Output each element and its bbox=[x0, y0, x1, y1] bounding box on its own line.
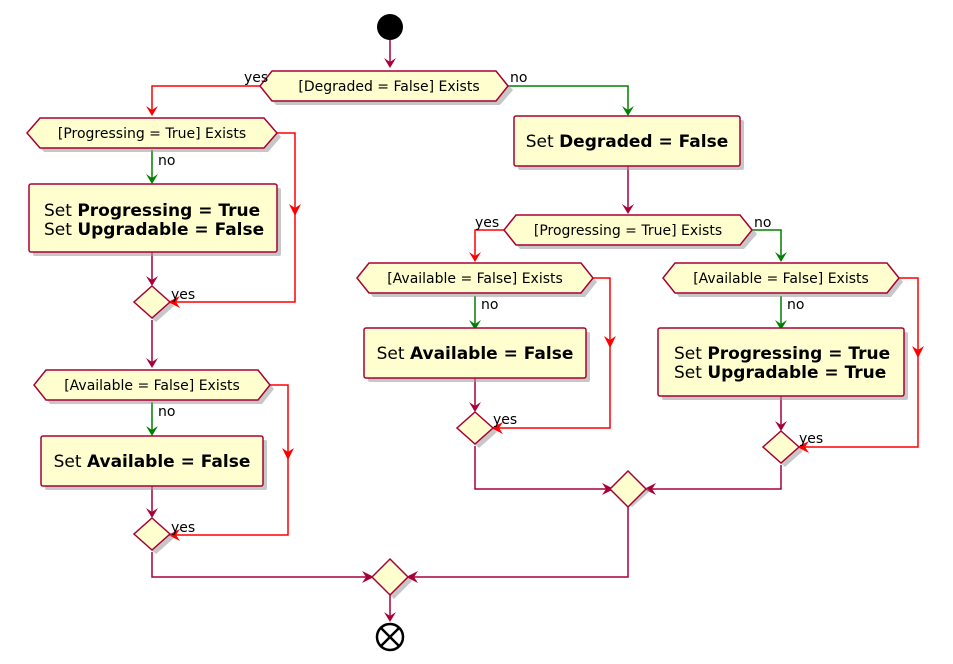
start-node bbox=[377, 14, 403, 40]
merge-diamond bbox=[370, 557, 410, 597]
action-line-2: Set Upgradable = False bbox=[44, 220, 264, 240]
yes-label: yes bbox=[493, 412, 517, 428]
merge-diamond bbox=[608, 469, 648, 509]
arrowhead bbox=[168, 529, 180, 541]
arrowhead bbox=[469, 402, 481, 412]
action-text: Set Available = False bbox=[377, 344, 574, 364]
yes-label: yes bbox=[799, 431, 823, 447]
action-text: Set Available = False bbox=[54, 452, 251, 472]
arrowhead bbox=[797, 441, 809, 453]
action-set-degraded-false bbox=[513, 115, 741, 167]
merge-diamond bbox=[132, 516, 172, 552]
no-label: no bbox=[787, 297, 804, 313]
no-path bbox=[508, 85, 629, 114]
arrowhead bbox=[384, 612, 396, 622]
arrowhead bbox=[469, 252, 481, 262]
merge-diamond bbox=[455, 410, 495, 446]
yes-label: yes bbox=[475, 215, 499, 231]
yes-path bbox=[799, 277, 919, 448]
arrowhead bbox=[146, 106, 158, 116]
action-line-1: Set Progressing = True bbox=[44, 201, 260, 221]
flow-line bbox=[646, 465, 782, 490]
arrowhead bbox=[469, 320, 481, 330]
action-set-available-false-left bbox=[40, 435, 264, 487]
no-label: no bbox=[754, 215, 771, 231]
arrowhead bbox=[406, 571, 418, 583]
no-label: no bbox=[158, 153, 175, 169]
arrowhead bbox=[644, 483, 656, 495]
arrowhead bbox=[775, 320, 787, 330]
arrowhead bbox=[146, 174, 158, 184]
yes-path bbox=[493, 277, 611, 429]
yes-path bbox=[170, 132, 296, 303]
arrowhead bbox=[622, 204, 634, 214]
arrowhead bbox=[384, 58, 396, 68]
no-label: no bbox=[481, 297, 498, 313]
arrowhead bbox=[146, 358, 158, 368]
condition-degraded bbox=[259, 70, 509, 102]
arrowhead bbox=[146, 276, 158, 286]
arrowhead bbox=[168, 296, 180, 308]
action-line-1: Set Progressing = True bbox=[674, 344, 890, 364]
condition-right-progressing bbox=[503, 214, 753, 246]
merge-diamond bbox=[132, 284, 172, 320]
arrowhead bbox=[146, 508, 158, 518]
arrowhead bbox=[775, 252, 787, 262]
yes-label: yes bbox=[244, 70, 268, 86]
merge-diamond bbox=[761, 429, 801, 465]
condition-mid-available bbox=[356, 262, 594, 294]
action-set-progressing-upgradable-false bbox=[28, 183, 278, 253]
arrowhead bbox=[604, 336, 616, 348]
arrowhead bbox=[602, 483, 614, 495]
flow-line bbox=[151, 552, 372, 578]
action-line-2: Set Upgradable = True bbox=[674, 363, 886, 383]
condition-right-available bbox=[662, 262, 900, 294]
flow-line bbox=[408, 507, 629, 578]
yes-path bbox=[474, 229, 504, 260]
arrowhead bbox=[491, 422, 503, 434]
end-node-cross bbox=[380, 627, 400, 647]
action-set-progressing-upgradable-true bbox=[657, 327, 905, 397]
condition-degraded-text: [Degraded = False] Exists bbox=[298, 79, 479, 95]
condition-left-available-text: [Available = False] Exists bbox=[64, 378, 240, 394]
arrowhead bbox=[362, 571, 374, 583]
arrowhead bbox=[146, 426, 158, 436]
condition-left-progressing bbox=[26, 117, 278, 149]
no-label: no bbox=[158, 404, 175, 420]
yes-label: yes bbox=[171, 520, 195, 536]
arrowhead bbox=[622, 106, 634, 116]
action-set-available-false-mid bbox=[363, 327, 587, 379]
condition-right-available-text: [Available = False] Exists bbox=[693, 271, 869, 287]
condition-left-progressing-text: [Progressing = True] Exists bbox=[58, 126, 246, 142]
arrowhead bbox=[775, 421, 787, 431]
condition-left-available bbox=[33, 369, 271, 401]
no-label: no bbox=[510, 70, 527, 86]
yes-label: yes bbox=[171, 287, 195, 303]
no-path bbox=[752, 229, 782, 260]
arrowhead bbox=[289, 204, 301, 216]
action-text: Set Degraded = False bbox=[526, 132, 729, 152]
yes-path bbox=[151, 85, 272, 114]
arrowhead bbox=[912, 346, 924, 358]
flow-line bbox=[474, 446, 612, 490]
condition-mid-available-text: [Available = False] Exists bbox=[387, 271, 563, 287]
condition-right-progressing-text: [Progressing = True] Exists bbox=[534, 223, 722, 239]
arrowhead bbox=[282, 448, 294, 460]
